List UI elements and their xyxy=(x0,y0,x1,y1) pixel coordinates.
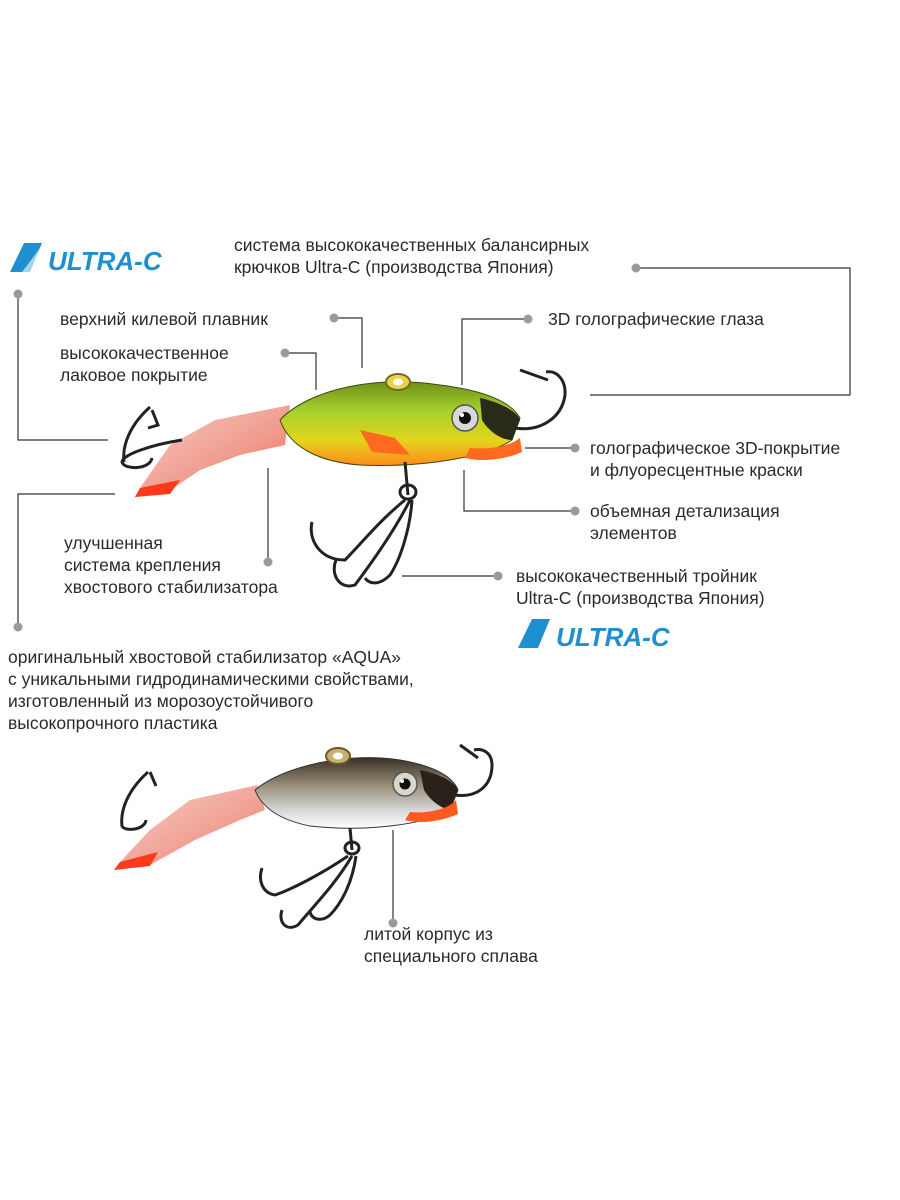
leader-lacquer xyxy=(285,352,317,390)
callout-line: 3D голографические глаза xyxy=(548,309,764,329)
callout-holo-coating: голографическое 3D-покрытие и флуоресцен… xyxy=(590,437,840,481)
dot-upper-fin xyxy=(329,313,339,323)
callout-line: оригинальный хвостовой стабилизатор «AQU… xyxy=(8,647,402,667)
leader-detailing xyxy=(463,470,575,512)
dot-treble-hook xyxy=(493,571,503,581)
callout-line: высокопрочного пластика xyxy=(8,713,218,733)
callout-line: высококачественное xyxy=(60,343,229,363)
dot-rear-hook xyxy=(13,289,23,299)
callout-eyes: 3D голографические глаза xyxy=(548,308,764,330)
callout-tail-mount: улучшенная система крепления хвостового … xyxy=(64,532,278,598)
dot-hooks-system xyxy=(631,263,641,273)
callout-line: голографическое 3D-покрытие xyxy=(590,438,841,458)
leader-hooks-system xyxy=(590,267,851,396)
callout-line: лаковое покрытие xyxy=(60,365,208,385)
leader-upper-fin xyxy=(334,317,363,368)
callout-line: высококачественный тройник xyxy=(516,566,757,586)
callout-line: изготовленный из морозоустойчивого xyxy=(8,691,314,711)
leader-rear-hook xyxy=(17,294,108,441)
callout-line: улучшенная xyxy=(64,533,163,553)
dot-eyes xyxy=(523,314,533,324)
logo-text: ULTRA-C xyxy=(556,622,671,652)
callout-line: с уникальными гидродинамическими свойств… xyxy=(8,669,414,689)
callout-line: объемная детализация xyxy=(590,501,780,521)
callout-line: верхний килевой плавник xyxy=(60,309,268,329)
ultra-c-logo-bottom: ULTRA-C xyxy=(518,619,671,652)
dot-lacquer xyxy=(280,348,290,358)
callout-upper-fin: верхний килевой плавник xyxy=(60,308,268,330)
callout-line: литой корпус из xyxy=(364,924,493,944)
logo-text: ULTRA-C xyxy=(48,246,163,276)
dot-cast-body xyxy=(388,918,398,928)
lure-illustration-top xyxy=(120,368,567,588)
ultra-c-logo-top: ULTRA-C xyxy=(10,243,163,276)
dot-detailing xyxy=(570,506,580,516)
callout-hooks-system: система высококачественных балансирных к… xyxy=(234,234,589,278)
leader-tail-stabilizer xyxy=(17,493,115,627)
callout-lacquer: высококачественное лаковое покрытие xyxy=(60,342,229,386)
callout-tail-stabilizer: оригинальный хвостовой стабилизатор «AQU… xyxy=(8,646,414,734)
callout-treble-hook: высококачественный тройник Ultra-C (прои… xyxy=(516,565,765,609)
leader-lines xyxy=(17,267,851,923)
callout-cast-body: литой корпус из специального сплава xyxy=(364,923,538,967)
callout-line: специального сплава xyxy=(364,946,538,966)
callout-line: Ultra-C (производства Япония) xyxy=(516,588,765,608)
callout-line: хвостового стабилизатора xyxy=(64,577,278,597)
callout-line: элементов xyxy=(590,523,677,543)
dot-holo-coating xyxy=(570,443,580,453)
dot-tail-stabilizer xyxy=(13,622,23,632)
dot-tail-mount xyxy=(263,557,273,567)
leader-eyes xyxy=(461,318,528,385)
callout-line: система высококачественных балансирных xyxy=(234,235,590,255)
callout-line: и флуоресцентные краски xyxy=(590,460,803,480)
lure-illustration-bottom xyxy=(114,743,494,929)
leader-dots xyxy=(13,263,641,928)
callout-line: система крепления xyxy=(64,555,221,575)
callout-detailing: объемная детализация элементов xyxy=(590,500,780,544)
callout-line: крючков Ultra-C (производства Япония) xyxy=(234,257,554,277)
